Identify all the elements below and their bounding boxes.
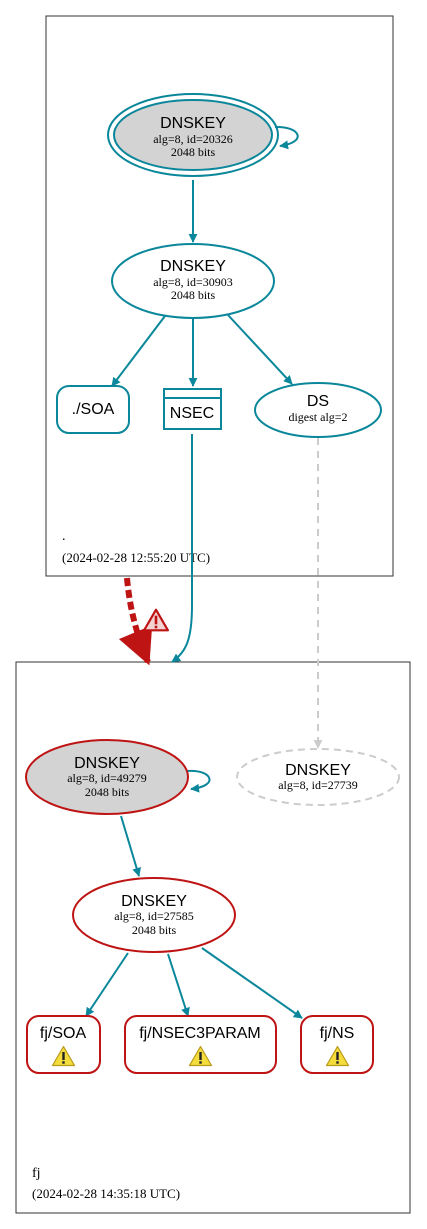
node-fj-ksk[interactable]: DNSKEY alg=8, id=49279 2048 bits [25, 739, 189, 815]
node-root-ksk[interactable]: DNSKEY alg=8, id=20326 2048 bits [107, 93, 279, 177]
zone-fj-timestamp: (2024-02-28 14:35:18 UTC) [32, 1186, 180, 1201]
edge-root-fj-delegation [118, 577, 153, 666]
node-key-info: alg=8, id=49279 [67, 771, 147, 785]
node-fj-missing-dnskey[interactable]: DNSKEY alg=8, id=27739 [236, 748, 400, 806]
node-fj-zsk[interactable]: DNSKEY alg=8, id=27585 2048 bits [72, 877, 236, 953]
node-key-info: alg=8, id=27585 [114, 909, 194, 923]
node-title: DNSKEY [160, 258, 226, 275]
node-root-nsec[interactable]: NSEC [163, 388, 222, 430]
edge-fj-zsk-nsec3param [167, 953, 190, 1017]
edge-root-nsec-fj [171, 434, 193, 663]
edge-root-ksk-self [274, 125, 299, 150]
node-label: fj/SOA [40, 1025, 87, 1042]
node-label: fj/NSEC3PARAM [139, 1025, 261, 1042]
node-root-soa[interactable]: ./SOA [56, 385, 130, 434]
edge-fj-ksk-zsk [120, 815, 141, 877]
node-key-info: alg=8, id=27739 [278, 778, 358, 792]
node-root-zsk[interactable]: DNSKEY alg=8, id=30903 2048 bits [111, 243, 275, 319]
edge-fj-zsk-ns [201, 947, 303, 1019]
zone-root-timestamp: (2024-02-28 12:55:20 UTC) [62, 550, 210, 565]
node-key-size: 2048 bits [85, 785, 130, 799]
edge-root-zsk-soa [111, 315, 166, 387]
node-label: fj/NS [320, 1025, 355, 1042]
node-key-size: 2048 bits [171, 288, 216, 302]
node-fj-nsec3param[interactable]: fj/NSEC3PARAM [124, 1015, 277, 1074]
node-fj-soa[interactable]: fj/SOA [26, 1015, 101, 1074]
zone-root: . (2024-02-28 12:55:20 UTC) [45, 15, 394, 577]
node-label: NSEC [170, 405, 214, 422]
node-title: DNSKEY [285, 762, 351, 779]
edge-fj-zsk-soa [85, 952, 129, 1017]
node-title: DNSKEY [160, 115, 226, 132]
node-fj-ns[interactable]: fj/NS [300, 1015, 374, 1074]
node-label: ./SOA [72, 401, 115, 418]
delegation-warning-icon [143, 608, 169, 632]
node-title: DNSKEY [74, 755, 140, 772]
zone-root-name: . [62, 529, 66, 544]
edge-root-zsk-ds [227, 314, 293, 385]
node-key-size: 2048 bits [132, 923, 177, 937]
node-digest-info: digest alg=2 [288, 410, 347, 424]
edge-fj-ksk-self [186, 769, 211, 793]
node-title: DNSKEY [121, 893, 187, 910]
node-title: DS [307, 393, 329, 410]
zone-fj: fj (2024-02-28 14:35:18 UTC) [15, 661, 411, 1214]
node-key-size: 2048 bits [171, 145, 216, 159]
node-key-info: alg=8, id=30903 [153, 275, 233, 289]
node-root-ds[interactable]: DS digest alg=2 [254, 382, 382, 438]
node-key-info: alg=8, id=20326 [153, 132, 233, 146]
edges [85, 125, 323, 1019]
zone-fj-name: fj [32, 1166, 41, 1181]
